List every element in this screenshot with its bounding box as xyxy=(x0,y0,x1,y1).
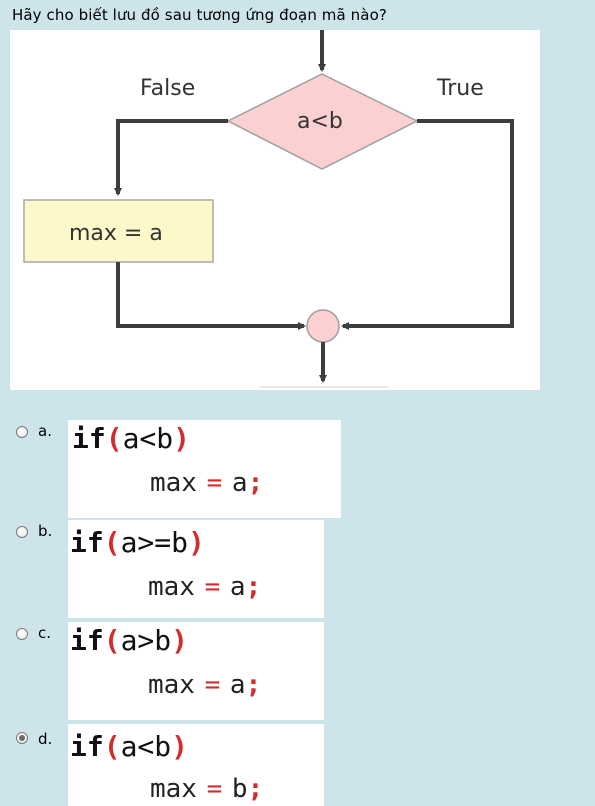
false-branch-line xyxy=(114,119,228,196)
false-label: False xyxy=(140,76,196,101)
option-c-code: if(a>b) max = a; xyxy=(68,622,324,720)
equals-sign: = xyxy=(206,774,223,804)
assigned-value: a xyxy=(231,468,248,498)
option-d-code: if(a<b) max = b; xyxy=(68,724,324,806)
paren-open: ( xyxy=(105,422,123,455)
decision-diamond xyxy=(226,73,419,170)
decision-label: a<b xyxy=(297,109,343,134)
assigned-value: b xyxy=(231,774,248,804)
option-a[interactable]: a. if(a<b) max = a; xyxy=(0,420,595,518)
option-d[interactable]: d. if(a<b) max = b; xyxy=(0,724,595,806)
option-a-line1: if(a<b) xyxy=(72,422,190,455)
keyword-if: if xyxy=(70,526,104,559)
equals-sign: = xyxy=(204,670,221,700)
semicolon: ; xyxy=(247,468,264,498)
option-a-code: if(a<b) max = a; xyxy=(68,420,341,518)
process-box xyxy=(23,199,214,263)
equals-sign: = xyxy=(206,468,223,498)
var-max: max xyxy=(150,774,197,804)
semicolon: ; xyxy=(245,572,262,602)
condition: a<b xyxy=(120,730,172,763)
flowchart-image: False True a<b max = a xyxy=(10,30,540,390)
paren-close: ) xyxy=(188,526,205,559)
option-c-line1: if(a>b) xyxy=(70,624,188,657)
option-b-code: if(a>=b) max = a; xyxy=(68,520,324,618)
merge-circle xyxy=(306,309,340,343)
radio-option-a[interactable] xyxy=(16,426,28,438)
radio-option-b[interactable] xyxy=(16,526,28,538)
keyword-if: if xyxy=(72,422,106,455)
option-c-line2: max = a; xyxy=(148,670,261,700)
option-a-line2: max = a; xyxy=(150,468,263,498)
var-max: max xyxy=(148,572,195,602)
var-max: max xyxy=(150,468,197,498)
option-d-line1: if(a<b) xyxy=(70,730,188,763)
condition: a<b xyxy=(122,422,174,455)
assigned-value: a xyxy=(229,670,246,700)
var-max: max xyxy=(148,670,195,700)
true-label: True xyxy=(437,76,484,101)
radio-option-d[interactable] xyxy=(16,732,28,744)
keyword-if: if xyxy=(70,730,104,763)
paren-open: ( xyxy=(103,624,121,657)
paren-open: ( xyxy=(103,526,121,559)
option-b[interactable]: b. if(a>=b) max = a; xyxy=(0,520,595,618)
keyword-if: if xyxy=(70,624,104,657)
semicolon: ; xyxy=(247,774,264,804)
process-label: max = a xyxy=(69,221,163,246)
option-c-letter: c. xyxy=(38,624,52,642)
condition: a>=b xyxy=(120,526,189,559)
false-merge-line xyxy=(116,262,306,330)
paren-close: ) xyxy=(171,624,189,657)
option-c[interactable]: c. if(a>b) max = a; xyxy=(0,622,595,720)
true-branch-line xyxy=(341,119,514,330)
paren-open: ( xyxy=(103,730,121,763)
flowchart-diagram xyxy=(23,30,514,388)
paren-close: ) xyxy=(171,730,189,763)
paren-close: ) xyxy=(173,422,191,455)
semicolon: ; xyxy=(245,670,262,700)
option-d-letter: d. xyxy=(38,730,53,748)
option-d-line2: max = b; xyxy=(150,774,263,804)
option-b-letter: b. xyxy=(38,522,53,540)
option-a-letter: a. xyxy=(38,422,52,440)
radio-option-c[interactable] xyxy=(16,628,28,640)
condition: a>b xyxy=(120,624,172,657)
option-b-line1: if(a>=b) xyxy=(70,526,205,559)
option-b-line2: max = a; xyxy=(148,572,261,602)
question-text: Hãy cho biết lưu đồ sau tương ứng đoạn m… xyxy=(12,6,387,24)
equals-sign: = xyxy=(204,572,221,602)
assigned-value: a xyxy=(229,572,246,602)
